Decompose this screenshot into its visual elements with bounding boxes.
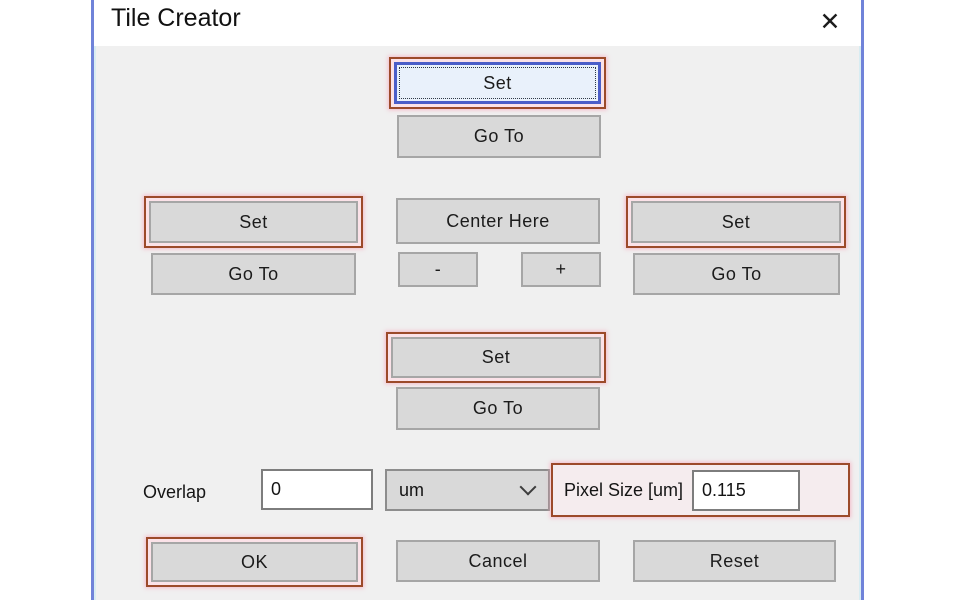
close-icon: ✕ bbox=[819, 8, 841, 36]
top-goto-button[interactable]: Go To bbox=[397, 115, 601, 158]
bottom-goto-button[interactable]: Go To bbox=[396, 387, 600, 430]
overlap-input[interactable] bbox=[261, 469, 373, 510]
annotation-pixel-size: Pixel Size [um] bbox=[551, 463, 850, 517]
right-goto-button[interactable]: Go To bbox=[633, 253, 840, 295]
unit-dropdown-value: um bbox=[399, 479, 425, 500]
titlebar: Tile Creator ✕ bbox=[94, 0, 861, 46]
window-title: Tile Creator bbox=[111, 4, 241, 32]
zoom-out-button[interactable]: - bbox=[398, 252, 478, 287]
chevron-down-icon bbox=[519, 478, 537, 495]
left-set-button[interactable]: Set bbox=[149, 201, 358, 243]
unit-dropdown[interactable]: um bbox=[385, 469, 550, 511]
ok-button[interactable]: OK bbox=[151, 542, 358, 582]
annotation-top-set: Set bbox=[389, 57, 606, 109]
close-button[interactable]: ✕ bbox=[799, 0, 861, 44]
cancel-button[interactable]: Cancel bbox=[396, 540, 600, 582]
top-set-button[interactable]: Set bbox=[394, 62, 601, 104]
annotation-bottom-set: Set bbox=[386, 332, 606, 383]
overlap-label: Overlap bbox=[143, 481, 207, 502]
pixel-size-label: Pixel Size [um] bbox=[564, 479, 684, 500]
left-goto-button[interactable]: Go To bbox=[151, 253, 356, 295]
tile-creator-dialog: Tile Creator ✕ Set Go To Set Go To Cente… bbox=[91, 0, 864, 600]
pixel-size-input[interactable] bbox=[692, 469, 801, 511]
zoom-in-button[interactable]: + bbox=[521, 252, 601, 287]
annotation-left-set: Set bbox=[144, 196, 363, 248]
annotation-ok: OK bbox=[146, 537, 363, 587]
annotation-right-set: Set bbox=[626, 196, 846, 248]
reset-button[interactable]: Reset bbox=[633, 540, 836, 582]
bottom-set-button[interactable]: Set bbox=[391, 337, 601, 378]
center-here-button[interactable]: Center Here bbox=[396, 198, 600, 244]
right-set-button[interactable]: Set bbox=[631, 201, 841, 243]
